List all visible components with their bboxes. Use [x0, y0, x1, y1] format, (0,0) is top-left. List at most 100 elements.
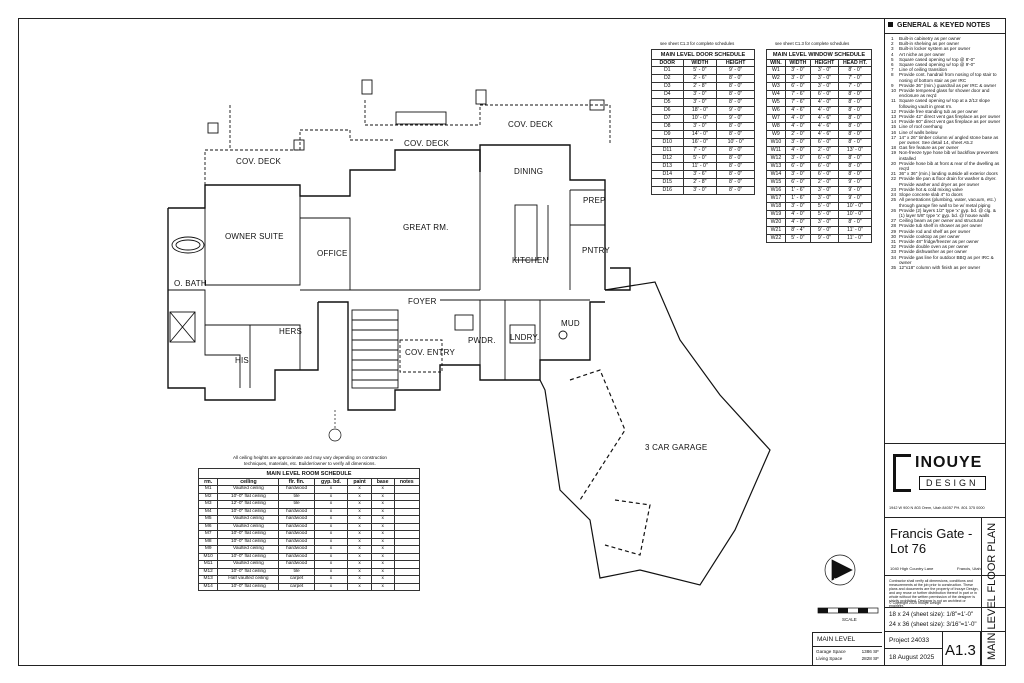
- general-note-number: 20: [891, 160, 897, 166]
- window-schedule-cell: W19: [766, 210, 786, 219]
- room-label-cov-deck-right: COV. DECK: [508, 120, 554, 129]
- room-schedule-cell: Vaulted ceiling: [217, 485, 280, 494]
- room-schedule-cell: x: [313, 552, 349, 561]
- general-note-number: 8: [891, 72, 894, 78]
- door-schedule-cell: D1: [651, 66, 684, 75]
- door-schedule-cell: 9' - 0": [716, 114, 755, 123]
- room-schedule-cell: [393, 492, 421, 501]
- door-schedule-cell: D5: [651, 98, 684, 107]
- window-schedule-cell: 9' - 0": [809, 226, 839, 235]
- window-schedule-cell: 8' - 0": [837, 106, 873, 115]
- window-schedule-cell: 3' - 0": [809, 186, 839, 195]
- room-schedule-cell: hardwood: [278, 537, 315, 546]
- general-note-text: Provide gas line for outdoor BBQ as per …: [899, 254, 994, 265]
- window-schedule-cell: 4' - 6": [809, 114, 839, 123]
- general-note-text: Gas fire feature as per owner: [899, 145, 959, 151]
- window-schedule-cell: 8' - 0": [837, 154, 873, 163]
- window-schedule-cell: W5: [766, 98, 786, 107]
- project-address: 1040 High Country Lane: [890, 566, 934, 571]
- door-schedule-cell: 10' - 0": [716, 138, 755, 147]
- room-col-ceiling: ceiling: [217, 478, 280, 486]
- window-col-height: HEIGHT: [809, 59, 839, 67]
- room-schedule-cell: M8: [197, 537, 219, 546]
- door-schedule-cell: 8' - 0": [716, 122, 755, 131]
- room-schedule-cell: 10'-0" flat ceiling: [217, 507, 280, 516]
- general-note-number: 5: [891, 56, 894, 62]
- room-label-dining: DINING: [514, 167, 544, 176]
- room-schedule-cell: [393, 560, 421, 569]
- window-schedule-cell: 8' - 0": [837, 122, 873, 131]
- room-schedule-cell: hardwood: [278, 552, 315, 561]
- sheet-title: MAIN LEVEL FLOOR PLAN: [986, 522, 998, 660]
- room-schedule-cell: [393, 575, 421, 584]
- general-note-text: Provide hose bib at front & rear of the …: [899, 160, 1000, 172]
- door-schedule-cell: 2' - 8": [682, 82, 718, 91]
- general-note-text: Provide (2) layers 1/2" type 'x' gyp. bd…: [899, 207, 996, 218]
- general-note-number: 7: [891, 67, 894, 73]
- room-schedule-cell: x: [347, 582, 372, 591]
- room-schedule-cell: [393, 515, 421, 524]
- window-schedule-cell: 4' - 6": [809, 122, 839, 131]
- door-schedule-cell: D11: [651, 146, 684, 155]
- room-schedule-cell: x: [313, 567, 349, 576]
- garage-space-value: 1386 SF: [861, 649, 879, 654]
- room-schedule-cell: x: [313, 500, 349, 509]
- room-schedule-cell: M13: [197, 575, 219, 584]
- room-schedule-cell: x: [347, 552, 372, 561]
- room-schedule-table: MAIN LEVEL ROOM SCHEDULE rm. ceiling flr…: [197, 468, 421, 591]
- door-schedule-cell: 3' - 0": [682, 98, 718, 107]
- window-schedule-cell: 8' - 0": [837, 218, 873, 227]
- general-note-number: 21: [891, 171, 897, 177]
- room-schedule-cell: x: [370, 507, 395, 516]
- room-schedule-cell: M2: [197, 492, 219, 501]
- window-schedule-cell: 3' - 0": [784, 202, 811, 211]
- general-note-text: Provide cooktop as per owner: [899, 233, 960, 239]
- room-label-mud: MUD: [561, 319, 580, 328]
- room-schedule-cell: x: [347, 485, 372, 494]
- firm-logo-section: INOUYE DESIGN 1942 W 900 N 803 Orem, Uta…: [885, 444, 1006, 518]
- living-space-label: Living Space: [816, 656, 843, 661]
- general-note-number: 13: [891, 114, 897, 120]
- door-schedule-cell: 8' - 0": [716, 82, 755, 91]
- room-schedule-disclaimer-1: All ceiling heights are approximate and …: [233, 455, 387, 460]
- general-note-text: Provide dishwasher as per owner: [899, 249, 967, 255]
- window-schedule-cell: 4' - 0": [809, 106, 839, 115]
- window-schedule-cell: 6' - 0": [784, 82, 811, 91]
- window-schedule-cell: W8: [766, 122, 786, 131]
- door-schedule-cell: 10' - 0": [682, 114, 718, 123]
- firm-logo-icon: [893, 454, 911, 492]
- window-schedule-cell: 3' - 0": [809, 194, 839, 203]
- window-schedule-cell: 3' - 0": [784, 154, 811, 163]
- window-schedule-cell: 3' - 0": [784, 170, 811, 179]
- general-note-text: 14" x 26" timber column w/ angled stone …: [899, 134, 999, 146]
- general-note-text: Square cased opening w/ top @ 8'-0": [899, 56, 975, 62]
- window-schedule-cell: W6: [766, 106, 786, 115]
- door-schedule-cell: 9' - 0": [716, 66, 755, 75]
- room-schedule-cell: x: [370, 582, 395, 591]
- door-schedule-cell: 2' - 8": [682, 178, 718, 187]
- room-schedule-cell: Vaulted ceiling: [217, 515, 280, 524]
- firm-name-sub: DESIGN: [919, 476, 986, 490]
- door-schedule-table: MAIN LEVEL DOOR SCHEDULE DOOR WIDTH HEIG…: [651, 49, 755, 195]
- general-note-text: Line of ceiling transition: [899, 67, 948, 73]
- room-schedule-cell: Vaulted ceiling: [217, 522, 280, 531]
- door-schedule-cell: 5' - 0": [682, 154, 718, 163]
- room-schedule-cell: x: [370, 485, 395, 494]
- room-schedule-cell: M9: [197, 545, 219, 554]
- general-note-number: 19: [891, 150, 897, 156]
